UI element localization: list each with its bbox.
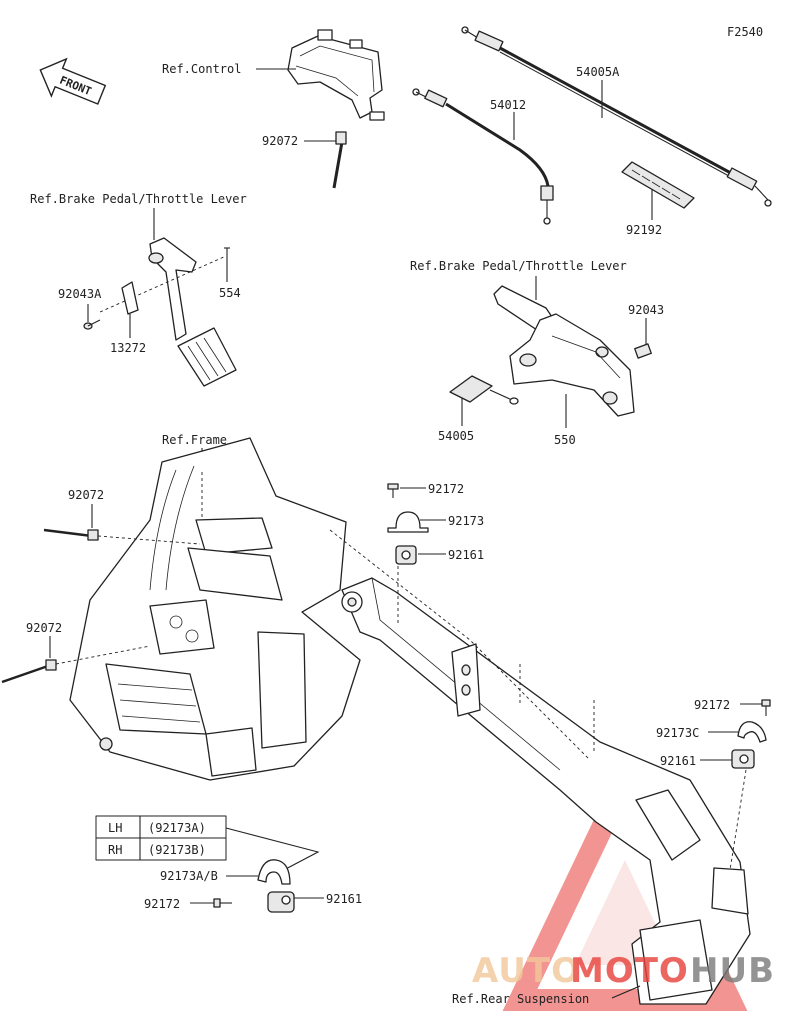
- watermark-auto: AUTO: [472, 951, 581, 991]
- grommet-92161-bottom: [267, 891, 295, 913]
- part-92192: 92192: [626, 223, 662, 237]
- watermark-text: AUTO MOTO HUB: [472, 951, 775, 991]
- part-92173C: 92173C: [656, 726, 699, 740]
- ref-brake-pedal-right-label: Ref.Brake Pedal/Throttle Lever: [410, 259, 627, 273]
- figure-code: F2540: [727, 25, 763, 39]
- bolt-92043A: [83, 319, 101, 330]
- spring-92192: [621, 161, 695, 209]
- ref-brake-pedal-left-label: Ref.Brake Pedal/Throttle Lever: [30, 192, 247, 206]
- part-92072-top: 92072: [262, 134, 298, 148]
- cable-tie-92072-low: [1, 659, 57, 684]
- part-54005: 54005: [438, 429, 474, 443]
- part-92173: 92173: [448, 514, 484, 528]
- part-92172-top: 92172: [428, 482, 464, 496]
- switch-54005: [449, 375, 519, 405]
- ref-frame-label: Ref.Frame: [162, 433, 227, 447]
- part-92173AB: 92173A/B: [160, 869, 218, 883]
- watermark-moto: MOTO: [570, 951, 689, 991]
- grommet-92161-top: [395, 545, 417, 565]
- vehicle-frame: [69, 437, 361, 781]
- throttle-pedal: [99, 237, 237, 387]
- bolt-92172-top: [387, 483, 399, 498]
- side-rh-part: (92173B): [148, 843, 206, 857]
- part-92072-mid: 92072: [68, 488, 104, 502]
- front-arrow-icon: FRONT: [39, 57, 107, 105]
- cable-tie-92072-mid: [43, 528, 99, 541]
- swing-arm: [329, 529, 751, 1005]
- part-92172-right: 92172: [694, 698, 730, 712]
- part-54005A: 54005A: [576, 65, 620, 79]
- control-bracket: [287, 29, 385, 121]
- part-92161-top: 92161: [448, 548, 484, 562]
- side-lh-part: (92173A): [148, 821, 206, 835]
- clamp-92173C: [737, 721, 767, 743]
- ref-control-label: Ref.Control: [162, 62, 241, 76]
- part-54012: 54012: [490, 98, 526, 112]
- part-92161-right: 92161: [660, 754, 696, 768]
- bolt-92043: [634, 343, 652, 359]
- cable-54012: [412, 88, 554, 225]
- part-92161-bottom: 92161: [326, 892, 362, 906]
- parking-brake-lever: [493, 285, 635, 417]
- part-92043A: 92043A: [58, 287, 102, 301]
- clamp-92173AB: [257, 859, 291, 885]
- bracket-13272: [121, 281, 139, 315]
- part-92072-low: 92072: [26, 621, 62, 635]
- part-13272: 13272: [110, 341, 146, 355]
- bolt-92172-right: [761, 699, 771, 716]
- side-table: LH (92173A) RH (92173B): [95, 815, 227, 861]
- part-554: 554: [219, 286, 241, 300]
- watermark-hub: HUB: [690, 951, 775, 991]
- part-92043: 92043: [628, 303, 664, 317]
- cable-54005A: [461, 26, 772, 207]
- side-lh: LH: [108, 821, 122, 835]
- grommet-92161-right: [731, 749, 755, 769]
- clamp-92173-top: [387, 511, 429, 533]
- cable-tie-92072-top: [332, 131, 347, 189]
- bolt-92172-bottom: [213, 898, 232, 908]
- part-550: 550: [554, 433, 576, 447]
- part-92172-bottom: 92172: [144, 897, 180, 911]
- ref-rear-suspension-label: Ref.Rear Suspension: [452, 992, 589, 1006]
- side-rh: RH: [108, 843, 122, 857]
